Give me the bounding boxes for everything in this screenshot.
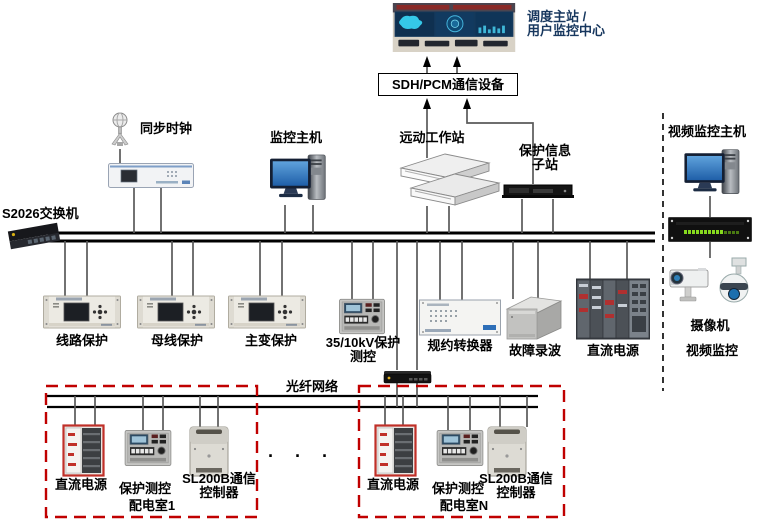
- rooms-ellipsis: · · ·: [268, 446, 336, 466]
- video-recorder-rack: [668, 217, 752, 242]
- fiber-network-label: 光纤网络: [280, 380, 344, 394]
- fiber-switch-device: [383, 369, 432, 384]
- room1-protection-device: [122, 430, 174, 466]
- roomN-controller-label: SL200B通信 控制器: [479, 471, 553, 500]
- monitor-host-computer: [270, 151, 328, 206]
- sync-clock-device: [108, 163, 194, 188]
- busbar-protection-label: 母线保护: [150, 333, 203, 348]
- dispatch-center-photo: [390, 3, 518, 52]
- fault-recorder-device: [505, 296, 563, 340]
- roomN-dc-cabinet: [374, 424, 417, 477]
- protocol-converter-device: [419, 299, 501, 336]
- roomN-protection-device: [434, 430, 486, 466]
- video-host-label: 视频监控主机: [668, 124, 747, 139]
- video-host-computer: [684, 147, 742, 199]
- protection-info-substation-label: 保护信息 子站: [518, 143, 571, 172]
- room1-name-label: 配电室1: [128, 498, 176, 513]
- roomN-dc-label: 直流电源: [366, 477, 419, 492]
- s2026-switch-label: S2026交换机: [2, 206, 79, 221]
- gps-antenna-icon: [108, 112, 132, 150]
- sync-clock-label: 同步时钟: [140, 121, 193, 136]
- remote-workstation-device: [399, 152, 501, 208]
- protection-info-substation-device: [502, 182, 574, 200]
- room1-dc-label: 直流电源: [54, 477, 107, 492]
- camera-label: 摄像机: [690, 318, 730, 333]
- dispatch-center-label: 调度主站 / 用户监控中心: [527, 9, 606, 38]
- 35-10kv-protection-device: [339, 298, 385, 335]
- room1-dashed-box: [44, 384, 259, 519]
- 35-10kv-protection-label: 35/10kV保护 测控: [325, 335, 401, 364]
- roomN-dashed-box: [357, 384, 566, 519]
- dc-power-label: 直流电源: [586, 343, 639, 358]
- monitor-host-label: 监控主机: [269, 130, 322, 145]
- busbar-protection-device: [137, 294, 215, 330]
- s2026-switch-device: [5, 219, 63, 253]
- room1-protection-label: 保护测控: [118, 481, 171, 496]
- room1-controller-label: SL200B通信 控制器: [182, 471, 256, 500]
- transformer-protection-label: 主变保护: [244, 333, 297, 348]
- fault-recorder-label: 故障录波: [508, 343, 561, 358]
- sdh-pcm-box: SDH/PCM通信设备: [378, 73, 518, 96]
- dc-power-cabinets: [576, 278, 650, 340]
- line-protection-label: 线路保护: [55, 333, 108, 348]
- remote-workstation-label: 远动工作站: [399, 130, 465, 145]
- transformer-protection-device: [228, 294, 306, 330]
- camera-images: [668, 256, 752, 318]
- protocol-converter-label: 规约转换器: [427, 338, 493, 353]
- line-protection-device: [43, 294, 121, 330]
- room1-dc-cabinet: [62, 424, 105, 477]
- video-section-label: 视频监控: [685, 343, 738, 358]
- roomN-name-label: 配电室N: [439, 498, 489, 513]
- roomN-protection-label: 保护测控: [431, 481, 484, 496]
